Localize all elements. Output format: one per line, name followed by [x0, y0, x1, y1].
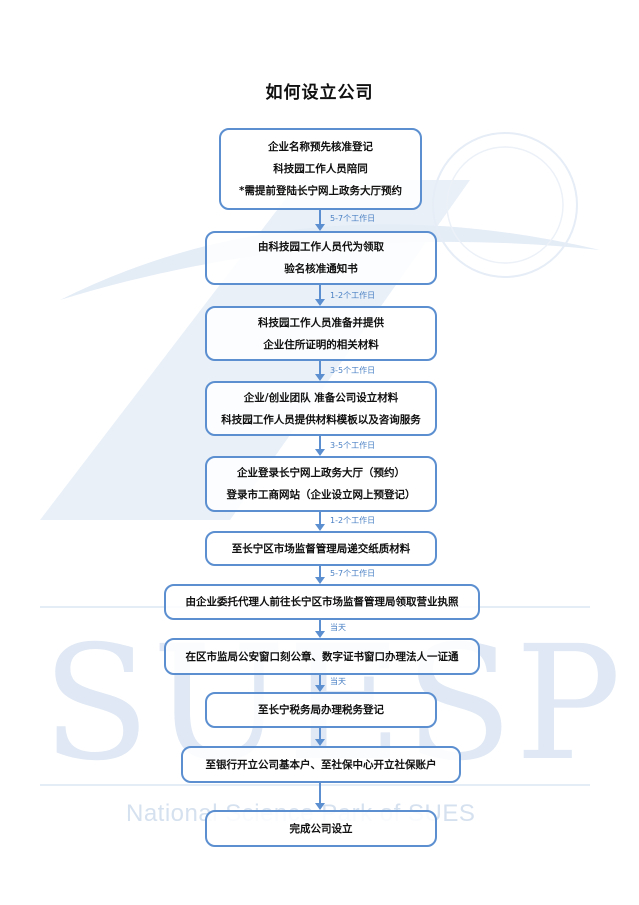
step-2-line-1: 由科技园工作人员代为领取	[258, 241, 384, 253]
arrow-2-3	[315, 285, 325, 306]
arrow-7-8	[315, 620, 325, 638]
step-7-line-1: 由企业委托代理人前往长宁区市场监督管理局领取营业执照	[185, 596, 459, 608]
step-1-line-2: 科技园工作人员陪同	[273, 163, 368, 175]
step-8-line-1: 在区市监局公安窗口刻公章、数字证书窗口办理法人一证通	[185, 650, 459, 663]
step-4-box: 企业/创业团队 准备公司设立材料 科技园工作人员提供材料模板以及咨询服务	[205, 381, 437, 436]
step-11-line-1: 完成公司设立	[289, 822, 353, 835]
step-7-box: 由企业委托代理人前往长宁区市场监督管理局领取营业执照	[164, 584, 480, 620]
step-5-line-1: 企业登录长宁网上政务大厅（预约）	[237, 467, 405, 479]
step-1-line-1: 企业名称预先核准登记	[268, 141, 373, 153]
arrow-3-4-label: 3-5个工作日	[330, 366, 376, 375]
page-title: 如何设立公司	[265, 83, 374, 103]
arrow-6-7-label: 5-7个工作日	[330, 569, 376, 578]
step-1-line-3: *需提前登陆长宁网上政务大厅预约	[239, 185, 402, 197]
step-4-line-1: 企业/创业团队 准备公司设立材料	[243, 391, 399, 404]
arrow-10-11	[315, 783, 325, 810]
arrow-3-4	[315, 361, 325, 381]
arrow-6-7	[315, 566, 325, 584]
arrow-5-6	[315, 512, 325, 531]
step-3-line-1: 科技园工作人员准备并提供	[258, 316, 384, 329]
step-4-line-2: 科技园工作人员提供材料模板以及咨询服务	[221, 413, 421, 426]
arrow-5-6-label: 1-2个工作日	[330, 516, 376, 525]
arrow-8-9	[315, 675, 325, 692]
step-9-line-1: 至长宁税务局办理税务登记	[258, 704, 384, 716]
arrow-4-5	[315, 436, 325, 456]
arrow-9-10	[315, 728, 325, 746]
step-11-box: 完成公司设立	[205, 810, 437, 847]
step-6-line-1: 至长宁区市场监督管理局递交纸质材料	[231, 542, 411, 555]
step-5-line-2: 登录市工商网站（企业设立网上预登记）	[226, 489, 416, 501]
arrow-1-2-label: 5-7个工作日	[330, 214, 376, 223]
arrow-7-8-label: 当天	[330, 623, 346, 632]
arrow-8-9-label: 当天	[330, 677, 346, 686]
step-6-box: 至长宁区市场监督管理局递交纸质材料	[205, 531, 437, 566]
step-10-line-1: 至银行开立公司基本户、至社保中心开立社保账户	[205, 758, 437, 771]
step-2-box: 由科技园工作人员代为领取 验名核准通知书	[205, 231, 437, 285]
step-5-box: 企业登录长宁网上政务大厅（预约） 登录市工商网站（企业设立网上预登记）	[205, 456, 437, 512]
arrow-4-5-label: 3-5个工作日	[330, 441, 376, 450]
step-2-line-2: 验名核准通知书	[284, 263, 358, 275]
arrow-1-2	[315, 210, 325, 231]
step-3-box: 科技园工作人员准备并提供 企业住所证明的相关材料	[205, 306, 437, 361]
step-1-box: 企业名称预先核准登记 科技园工作人员陪同 *需提前登陆长宁网上政务大厅预约	[219, 128, 422, 210]
step-9-box: 至长宁税务局办理税务登记	[205, 692, 437, 728]
step-8-box: 在区市监局公安窗口刻公章、数字证书窗口办理法人一证通	[164, 638, 480, 675]
step-10-box: 至银行开立公司基本户、至社保中心开立社保账户	[181, 746, 461, 783]
arrow-2-3-label: 1-2个工作日	[330, 291, 376, 300]
step-3-line-2: 企业住所证明的相关材料	[263, 338, 379, 351]
